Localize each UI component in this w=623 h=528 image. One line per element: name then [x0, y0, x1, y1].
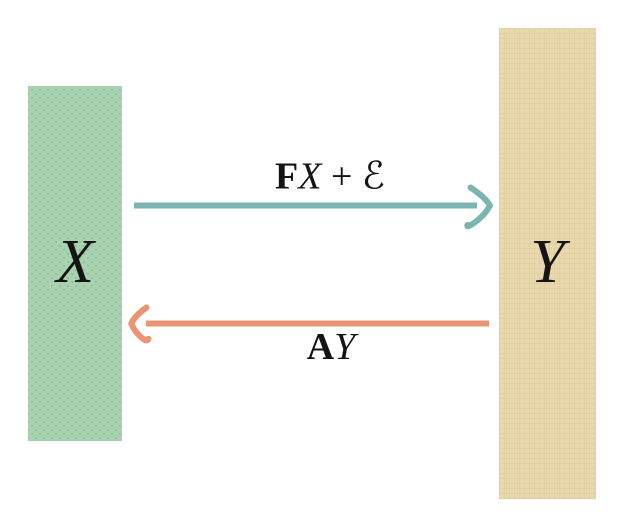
backward-label-bold-A: A — [306, 326, 335, 368]
node-y: Y — [499, 28, 596, 499]
node-y-label: Y — [530, 227, 565, 296]
backward-arrowhead-icon — [128, 304, 152, 344]
backward-label-italic-Y: Y — [334, 326, 356, 368]
backward-arrow-label: AY — [269, 290, 356, 404]
node-x: X — [28, 86, 122, 441]
forward-arrow-label: FX + ℰ — [237, 119, 385, 234]
forward-arrowhead-icon — [464, 184, 493, 230]
forward-label-plus-operator: + — [321, 155, 362, 198]
forward-label-italic-X: X — [298, 155, 322, 198]
node-x-label: X — [56, 227, 94, 296]
forward-label-script-E: ℰ — [361, 153, 385, 198]
forward-label-bold-F: F — [275, 155, 299, 198]
